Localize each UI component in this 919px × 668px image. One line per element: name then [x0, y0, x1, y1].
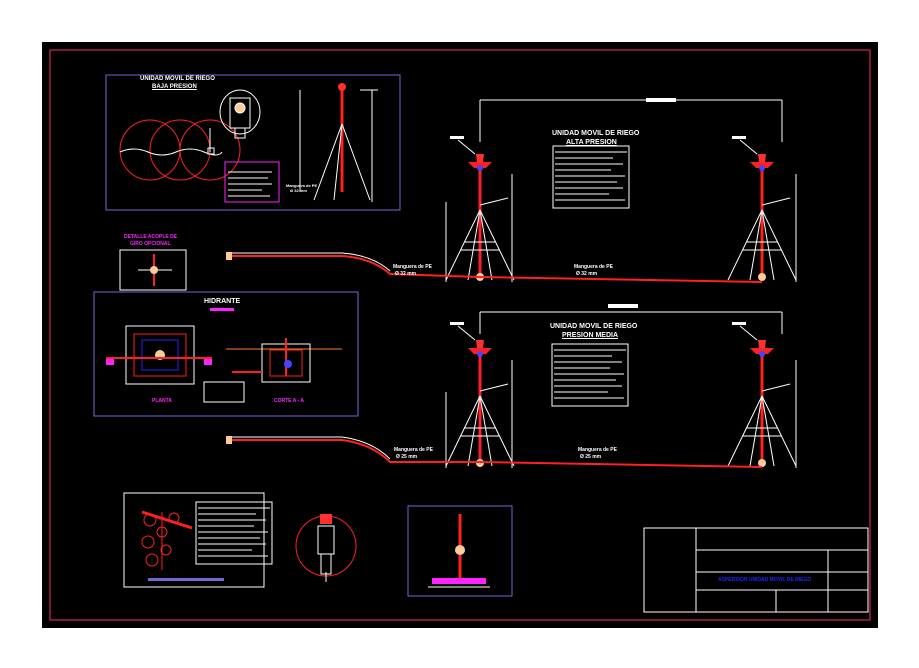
high-pressure-title-2: ALTA PRESION [566, 139, 617, 146]
title-block-project-name: ASPERSION UNIDAD MOVIL DE RIEGO [718, 577, 812, 583]
hydrant-plan-label: PLANTA [152, 398, 172, 404]
high-hose-left-2: Ø 32 mm [395, 271, 417, 277]
drawing-sheet: UNIDAD MOVIL DE RIEGO BAJA PRESION Mangu… [42, 42, 878, 628]
detail-low-title-1: UNIDAD MOVIL DE RIEGO [140, 76, 215, 82]
sprinkler-parts-list [195, 501, 273, 565]
hose-medium [232, 439, 763, 468]
medium-hose-right-1: Manguera de PE [578, 447, 617, 453]
coupling-title-1: DETALLE ACOPLE DE [124, 234, 178, 240]
riser-detail [428, 514, 490, 588]
sprinkler-unit-medium-left [444, 320, 516, 469]
coupling-fitting [138, 254, 172, 286]
sprinkler-parts-panel [123, 492, 265, 588]
hydrant-section-label: CORTE A - A [274, 398, 304, 404]
coupling-detail-panel [119, 249, 187, 291]
sprinkler-unit-high-right [726, 134, 798, 283]
detail-low-title-2: BAJA PRESION [152, 84, 197, 90]
medium-pressure-title-2: PRESION MEDIA [562, 332, 619, 339]
sprinkler-exploded-view [141, 510, 193, 570]
medium-pressure-title-1: UNIDAD MOVIL DE RIEGO [550, 323, 638, 330]
hydrant-title: HIDRANTE [204, 298, 241, 305]
riser-detail-panel [407, 505, 513, 597]
low-pressure-tripod [299, 83, 378, 202]
high-hose-left-1: Manguera de PE [393, 264, 432, 270]
sprinkler-head-detail [219, 89, 261, 139]
nozzle-detail [295, 514, 357, 582]
cad-drawing [49, 49, 871, 621]
title-block [643, 527, 869, 613]
sprinkler-unit-medium-right [726, 320, 798, 469]
hydrant-plan [106, 325, 212, 385]
medium-hose-left-1: Manguera de PE [394, 447, 433, 453]
high-pressure-title-1: UNIDAD MOVIL DE RIEGO [552, 130, 640, 137]
high-hose-right-1: Manguera de PE [574, 264, 613, 270]
medium-hose-left-2: Ø 25 mm [396, 454, 418, 460]
medium-pressure-spec-list [551, 343, 629, 407]
sprinkler-pattern [119, 119, 241, 181]
hose-high [232, 255, 763, 283]
hydrant-panel [93, 291, 359, 417]
detail-low-hose-1: Manguera de PE [286, 183, 318, 188]
sprinkler-unit-high-left [444, 134, 516, 283]
medium-hose-right-2: Ø 25 mm [580, 454, 602, 460]
high-pressure-spec-list [552, 145, 630, 209]
hydrant-section [226, 338, 342, 383]
detail-low-pressure-panel [105, 74, 401, 211]
sheet-border [49, 49, 871, 621]
detail-low-hose-2: Ø 32 mm [290, 188, 307, 193]
coupling-title-2: GIRO OPCIONAL [130, 241, 171, 247]
high-hose-right-2: Ø 32 mm [576, 271, 598, 277]
